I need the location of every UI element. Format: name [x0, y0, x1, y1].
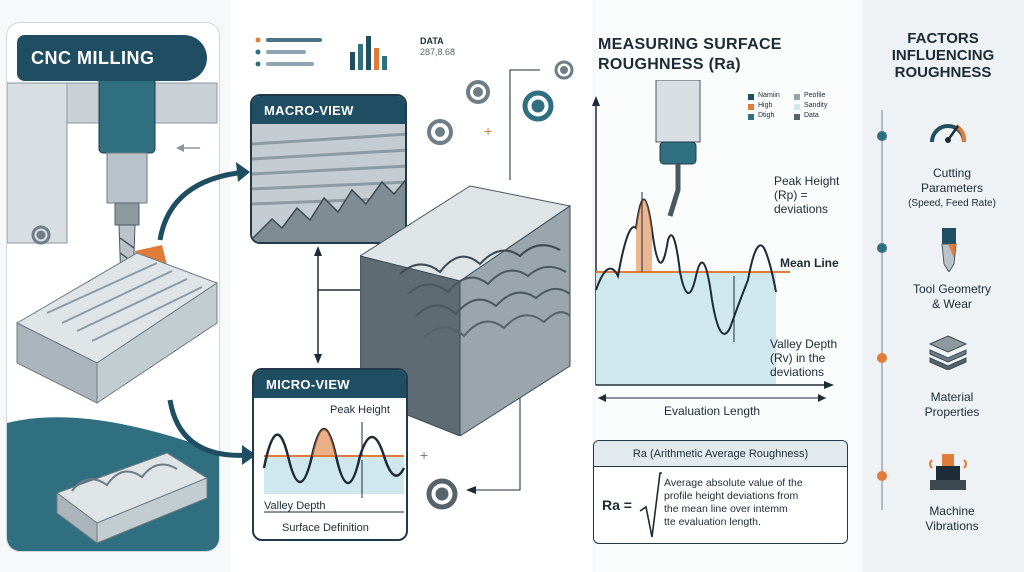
rv-label-line2: (Rv) in the [770, 351, 826, 365]
factor-material-properties: Material Properties [924, 390, 980, 419]
micro-view-box: MICRO-VIEW Peak Height Valley Depth Surf… [252, 368, 408, 541]
micro-peak-label: Peak Height [330, 404, 390, 416]
ra-definition-title: Ra (Arithmetic Average Roughness) [594, 441, 847, 467]
micro-view-title: MICRO-VIEW [254, 370, 406, 398]
decorative-gears: + + [420, 60, 574, 510]
vibration-machine-icon [929, 454, 967, 490]
evaluation-length-label: Evaluation Length [664, 404, 761, 418]
macro-surface-image [252, 124, 405, 242]
micro-profile-plot [262, 422, 406, 513]
micro-surface-label: Surface Definition [282, 522, 369, 534]
rp-label-line3: deviations [774, 202, 829, 216]
ra-definition-box: Ra (Arithmetic Average Roughness) Ra = A… [593, 440, 848, 544]
svg-text:+: + [420, 447, 428, 463]
macro-view-title: MACRO-VIEW [252, 96, 405, 124]
dashboard-data-value: 287,8.68 [420, 47, 456, 57]
macro-view-box: MACRO-VIEW [250, 94, 407, 244]
ra-desc-line3: the mean line over intemm [664, 503, 788, 515]
gauge-icon [930, 124, 967, 143]
cutting-tool-icon [941, 228, 957, 272]
ra-symbol: Ra = [602, 497, 632, 513]
factors-timeline [877, 110, 887, 510]
rv-label-line1: Valley Depth [770, 337, 838, 351]
measure-title-line2: ROUGHNESS (Ra) [598, 56, 741, 73]
roughness-profile-plot [592, 80, 834, 402]
factor-cutting-parameters: Cutting Parameters (Speed, Feed Rate) [908, 166, 996, 209]
factor-machine-vibrations: Machine Vibrations [925, 504, 979, 533]
ra-desc-line4: tte evaluation length. [664, 516, 761, 528]
legend-item-6: Data [804, 112, 819, 119]
legend-item-2: Peofile [804, 92, 826, 99]
cnc-milling-panel: CNC MILLING [6, 22, 220, 552]
machined-metal-block [360, 185, 572, 436]
legend-item-3: High [758, 102, 773, 109]
cnc-machine-illustration [7, 62, 219, 551]
dashboard-data-label: DATA [420, 36, 444, 46]
legend-item-1: Namiin [758, 92, 780, 99]
rv-label-line3: deviations [770, 365, 825, 379]
rp-label-line2: (Rp) = [774, 188, 808, 202]
ra-desc-line1: Average absolute value of the [664, 477, 803, 489]
micro-valley-label: Valley Depth [264, 500, 326, 512]
factors-title: FACTORS INFLUENCING ROUGHNESS [891, 30, 995, 81]
sqrt-symbol [639, 472, 662, 538]
dashboard-mini-graphics [255, 36, 387, 70]
ra-desc-line2: profile height deviations from [664, 490, 799, 502]
legend-item-4: Sandity [804, 102, 828, 109]
mean-line-label: Mean Line [780, 256, 839, 270]
svg-text:+: + [484, 123, 492, 139]
rp-label-line1: Peak Height [774, 174, 840, 188]
measure-title-line1: MEASURING SURFACE [598, 36, 782, 53]
legend-item-5: Dtigh [758, 112, 775, 119]
factor-tool-geometry: Tool Geometry & Wear [912, 282, 992, 311]
cnc-milling-title: CNC MILLING [17, 35, 207, 81]
material-layers-icon [928, 335, 968, 370]
